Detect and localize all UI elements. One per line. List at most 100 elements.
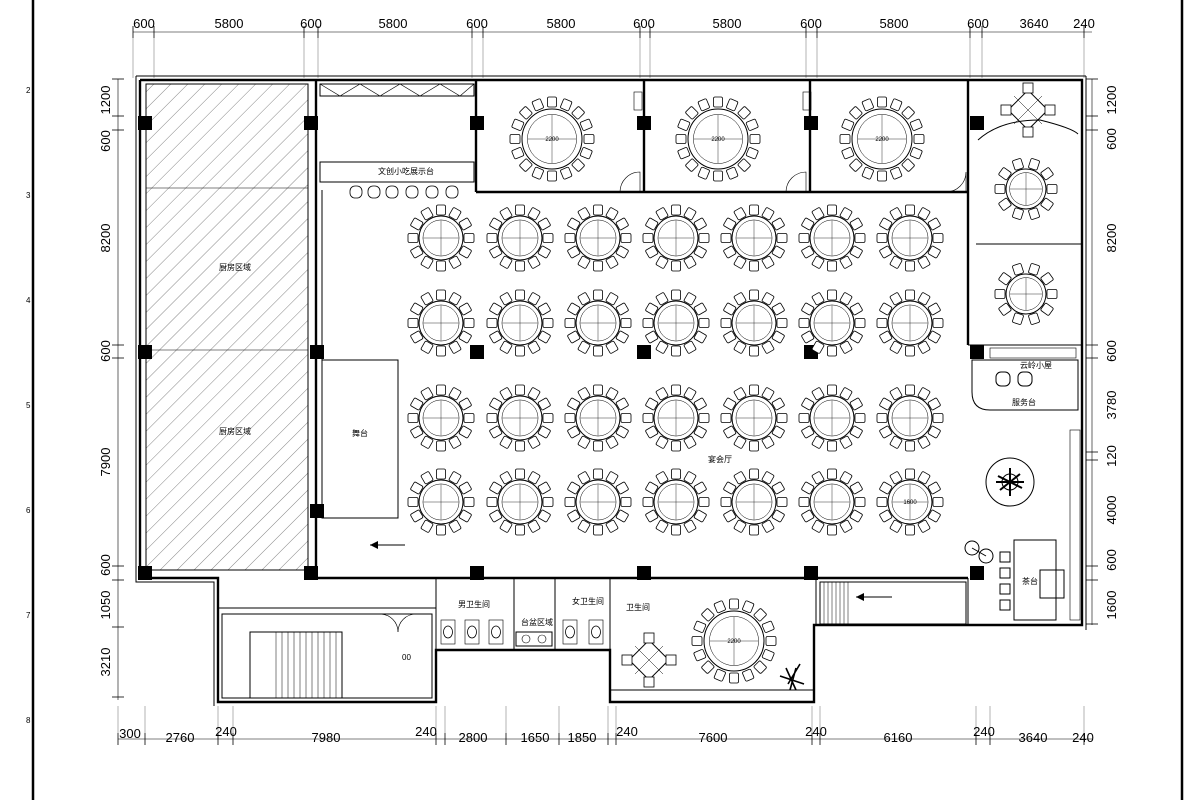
chair — [407, 318, 419, 328]
chair — [771, 481, 785, 495]
chair — [849, 425, 863, 439]
chair — [771, 302, 785, 316]
chair — [489, 245, 503, 259]
chair — [420, 255, 434, 269]
chair — [410, 397, 424, 411]
chair — [567, 425, 581, 439]
chair — [593, 384, 603, 396]
chair — [733, 255, 747, 269]
chair — [677, 118, 691, 131]
chair — [642, 497, 654, 507]
column — [637, 345, 651, 359]
chair — [527, 292, 541, 306]
chair — [615, 245, 629, 259]
chair — [567, 217, 581, 231]
chair — [448, 340, 462, 354]
chair — [776, 318, 788, 328]
chair — [605, 519, 619, 533]
chair — [486, 318, 498, 328]
chair — [698, 413, 710, 423]
chair — [620, 413, 632, 423]
chair — [420, 435, 434, 449]
chair — [1028, 312, 1040, 325]
private-rooms — [619, 91, 967, 193]
chair — [1040, 197, 1054, 211]
chair — [876, 413, 888, 423]
chair — [537, 245, 551, 259]
chair — [693, 302, 707, 316]
chair — [683, 435, 697, 449]
chair — [729, 672, 739, 684]
chair — [579, 118, 593, 131]
column — [970, 345, 984, 359]
dim-bottom-2: 240 — [215, 724, 237, 739]
chair — [577, 340, 591, 354]
chair — [499, 255, 513, 269]
grid-row-label: 2 — [26, 86, 31, 95]
chair — [643, 632, 655, 644]
round-table — [486, 204, 554, 272]
round-table — [407, 468, 475, 536]
chair — [615, 509, 629, 523]
chair — [683, 292, 697, 306]
chair — [849, 302, 863, 316]
chair — [655, 471, 669, 485]
chair — [410, 217, 424, 231]
round-table — [798, 384, 866, 452]
chair — [932, 497, 944, 507]
chair — [542, 497, 554, 507]
grid-row-label: 6 — [26, 506, 31, 515]
chair — [776, 413, 788, 423]
plant-icon — [985, 457, 1035, 507]
round-table — [720, 384, 788, 452]
staircase-right — [819, 581, 967, 625]
chair — [693, 481, 707, 495]
chair — [861, 98, 874, 112]
chair — [620, 497, 632, 507]
toilet-icon — [443, 625, 453, 639]
round-table: 2200 — [839, 96, 925, 182]
dim-bottom-11: 6160 — [884, 730, 913, 745]
chair — [436, 384, 446, 396]
chair — [761, 255, 775, 269]
chair — [410, 425, 424, 439]
chair — [489, 330, 503, 344]
stool-row — [349, 185, 459, 199]
round-table — [876, 204, 944, 272]
dim-top-12: 240 — [1073, 16, 1095, 31]
column — [804, 566, 818, 580]
column — [637, 566, 651, 580]
round-table — [720, 468, 788, 536]
chair — [733, 471, 747, 485]
chair — [729, 598, 739, 610]
chair — [486, 413, 498, 423]
toilet-icon — [591, 625, 601, 639]
chair — [811, 207, 825, 221]
round-table — [642, 384, 710, 452]
chair — [643, 676, 655, 688]
chair — [620, 318, 632, 328]
dim-right-1: 600 — [1104, 128, 1119, 150]
chair — [879, 509, 893, 523]
chair — [879, 302, 893, 316]
chair — [593, 204, 603, 216]
chair — [509, 134, 521, 144]
dim-bottom-8: 240 — [616, 724, 638, 739]
column — [310, 504, 324, 518]
chair — [776, 497, 788, 507]
column — [470, 566, 484, 580]
chair — [420, 292, 434, 306]
dim-right-5: 120 — [1104, 445, 1119, 467]
chair — [1044, 104, 1056, 116]
chair — [713, 170, 723, 182]
chair — [861, 166, 874, 180]
chair — [515, 204, 525, 216]
chair — [771, 397, 785, 411]
chair — [486, 497, 498, 507]
stage-area: 舞台 — [321, 359, 405, 549]
chair — [827, 384, 837, 396]
chair — [577, 435, 591, 449]
round-table — [876, 289, 944, 357]
chair — [583, 134, 595, 144]
column — [970, 566, 984, 580]
